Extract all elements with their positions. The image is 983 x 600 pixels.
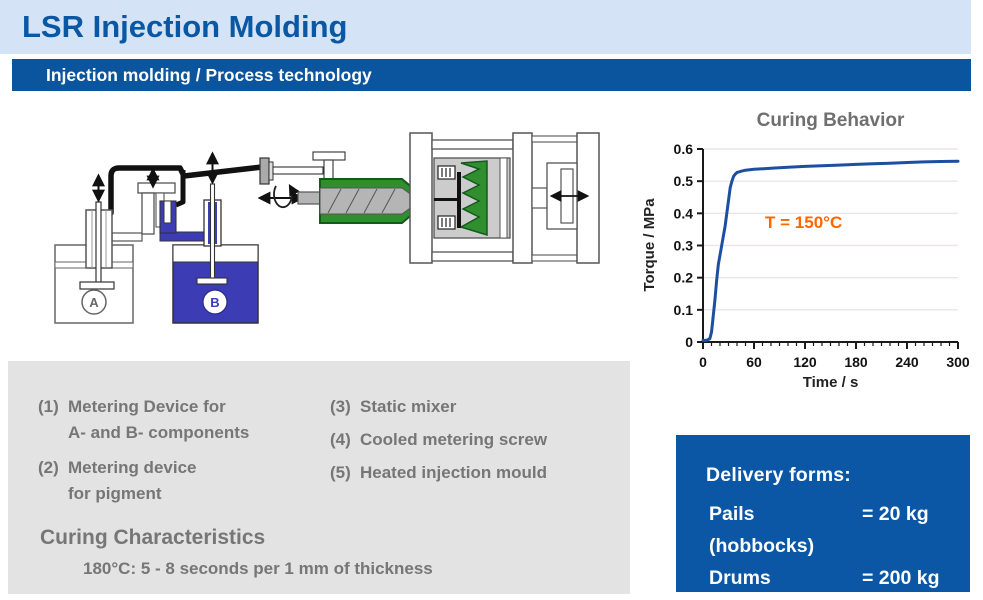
delivery-row-pails: Pails (hobbocks) = 20 kg	[709, 503, 929, 557]
screw-rotation-arrow	[273, 183, 300, 209]
svg-text:0.1: 0.1	[674, 302, 694, 318]
legend-item-5: (5) Heated injection mould	[330, 463, 548, 482]
heater-top	[437, 165, 456, 180]
curing-chart: 0 0.1 0.2 0.3 0.4 0.5 0.6 0 60 120 180 240 300 T = 15…	[641, 141, 970, 391]
feed-tube	[108, 164, 265, 216]
machine-frame	[409, 132, 600, 264]
delivery-title: Delivery forms:	[706, 464, 851, 486]
chart-title: Curing Behavior	[756, 110, 905, 131]
pail-a-label: A	[89, 295, 99, 310]
section-title: Injection molding / Process technology	[46, 65, 372, 85]
legend-item-1: (1) Metering Device for A- and B- compon…	[38, 397, 250, 442]
pail-b: B	[159, 151, 259, 324]
svg-text:0.3: 0.3	[674, 238, 694, 254]
metering-screw	[257, 178, 430, 224]
pail-b-label: B	[210, 295, 219, 310]
curing-characteristics-detail: 180°C: 5 - 8 seconds per 1 mm of thickne…	[83, 559, 433, 578]
svg-text:0.5: 0.5	[674, 173, 694, 189]
svg-text:0.6: 0.6	[674, 141, 694, 157]
slide-header: LSR Injection Molding	[0, 0, 971, 54]
legend-item-3: (3) Static mixer	[330, 397, 457, 416]
svg-text:180: 180	[844, 354, 868, 370]
heater-bottom	[437, 215, 456, 230]
legend-right-column: (3) Static mixer (4) Cooled metering scr…	[330, 394, 630, 507]
y-axis-label: Torque / MPa	[641, 198, 658, 292]
pigment-metering-device	[137, 167, 177, 235]
curing-chart-panel: Curing Behavior 0 0.1 0.2 0.3 0.4 0.5 0.6 0 60 12…	[640, 104, 983, 404]
svg-text:240: 240	[895, 354, 919, 370]
svg-text:0.4: 0.4	[674, 205, 694, 221]
svg-text:0: 0	[699, 354, 707, 370]
heated-mould	[433, 157, 511, 239]
svg-text:120: 120	[793, 354, 817, 370]
svg-text:60: 60	[746, 354, 762, 370]
delivery-row-drums: Drums = 200 kg	[709, 567, 940, 589]
page-title: LSR Injection Molding	[22, 9, 348, 44]
svg-text:300: 300	[946, 354, 970, 370]
pail-a: A	[54, 173, 143, 324]
svg-text:0.2: 0.2	[674, 270, 694, 286]
molded-part	[459, 160, 488, 237]
section-bar: Injection molding / Process technology	[12, 59, 971, 91]
legend-item-2: (2) Metering device for pigment	[38, 458, 197, 503]
clamping-unit	[531, 162, 590, 230]
legend-left-column: (1) Metering Device for A- and B- compon…	[38, 394, 330, 507]
legend-item-4: (4) Cooled metering screw	[330, 430, 548, 449]
delivery-panel: Delivery forms: Pails (hobbocks) = 20 kg…	[676, 435, 970, 592]
static-mixer	[259, 151, 346, 187]
process-diagram: A B	[54, 132, 600, 324]
x-axis-label: Time / s	[803, 374, 859, 391]
curing-characteristics-title: Curing Characteristics	[40, 526, 266, 549]
svg-text:0: 0	[685, 334, 693, 350]
temperature-annotation: T = 150°C	[765, 213, 842, 232]
legend-panel: (1) Metering Device for A- and B- compon…	[8, 361, 630, 594]
